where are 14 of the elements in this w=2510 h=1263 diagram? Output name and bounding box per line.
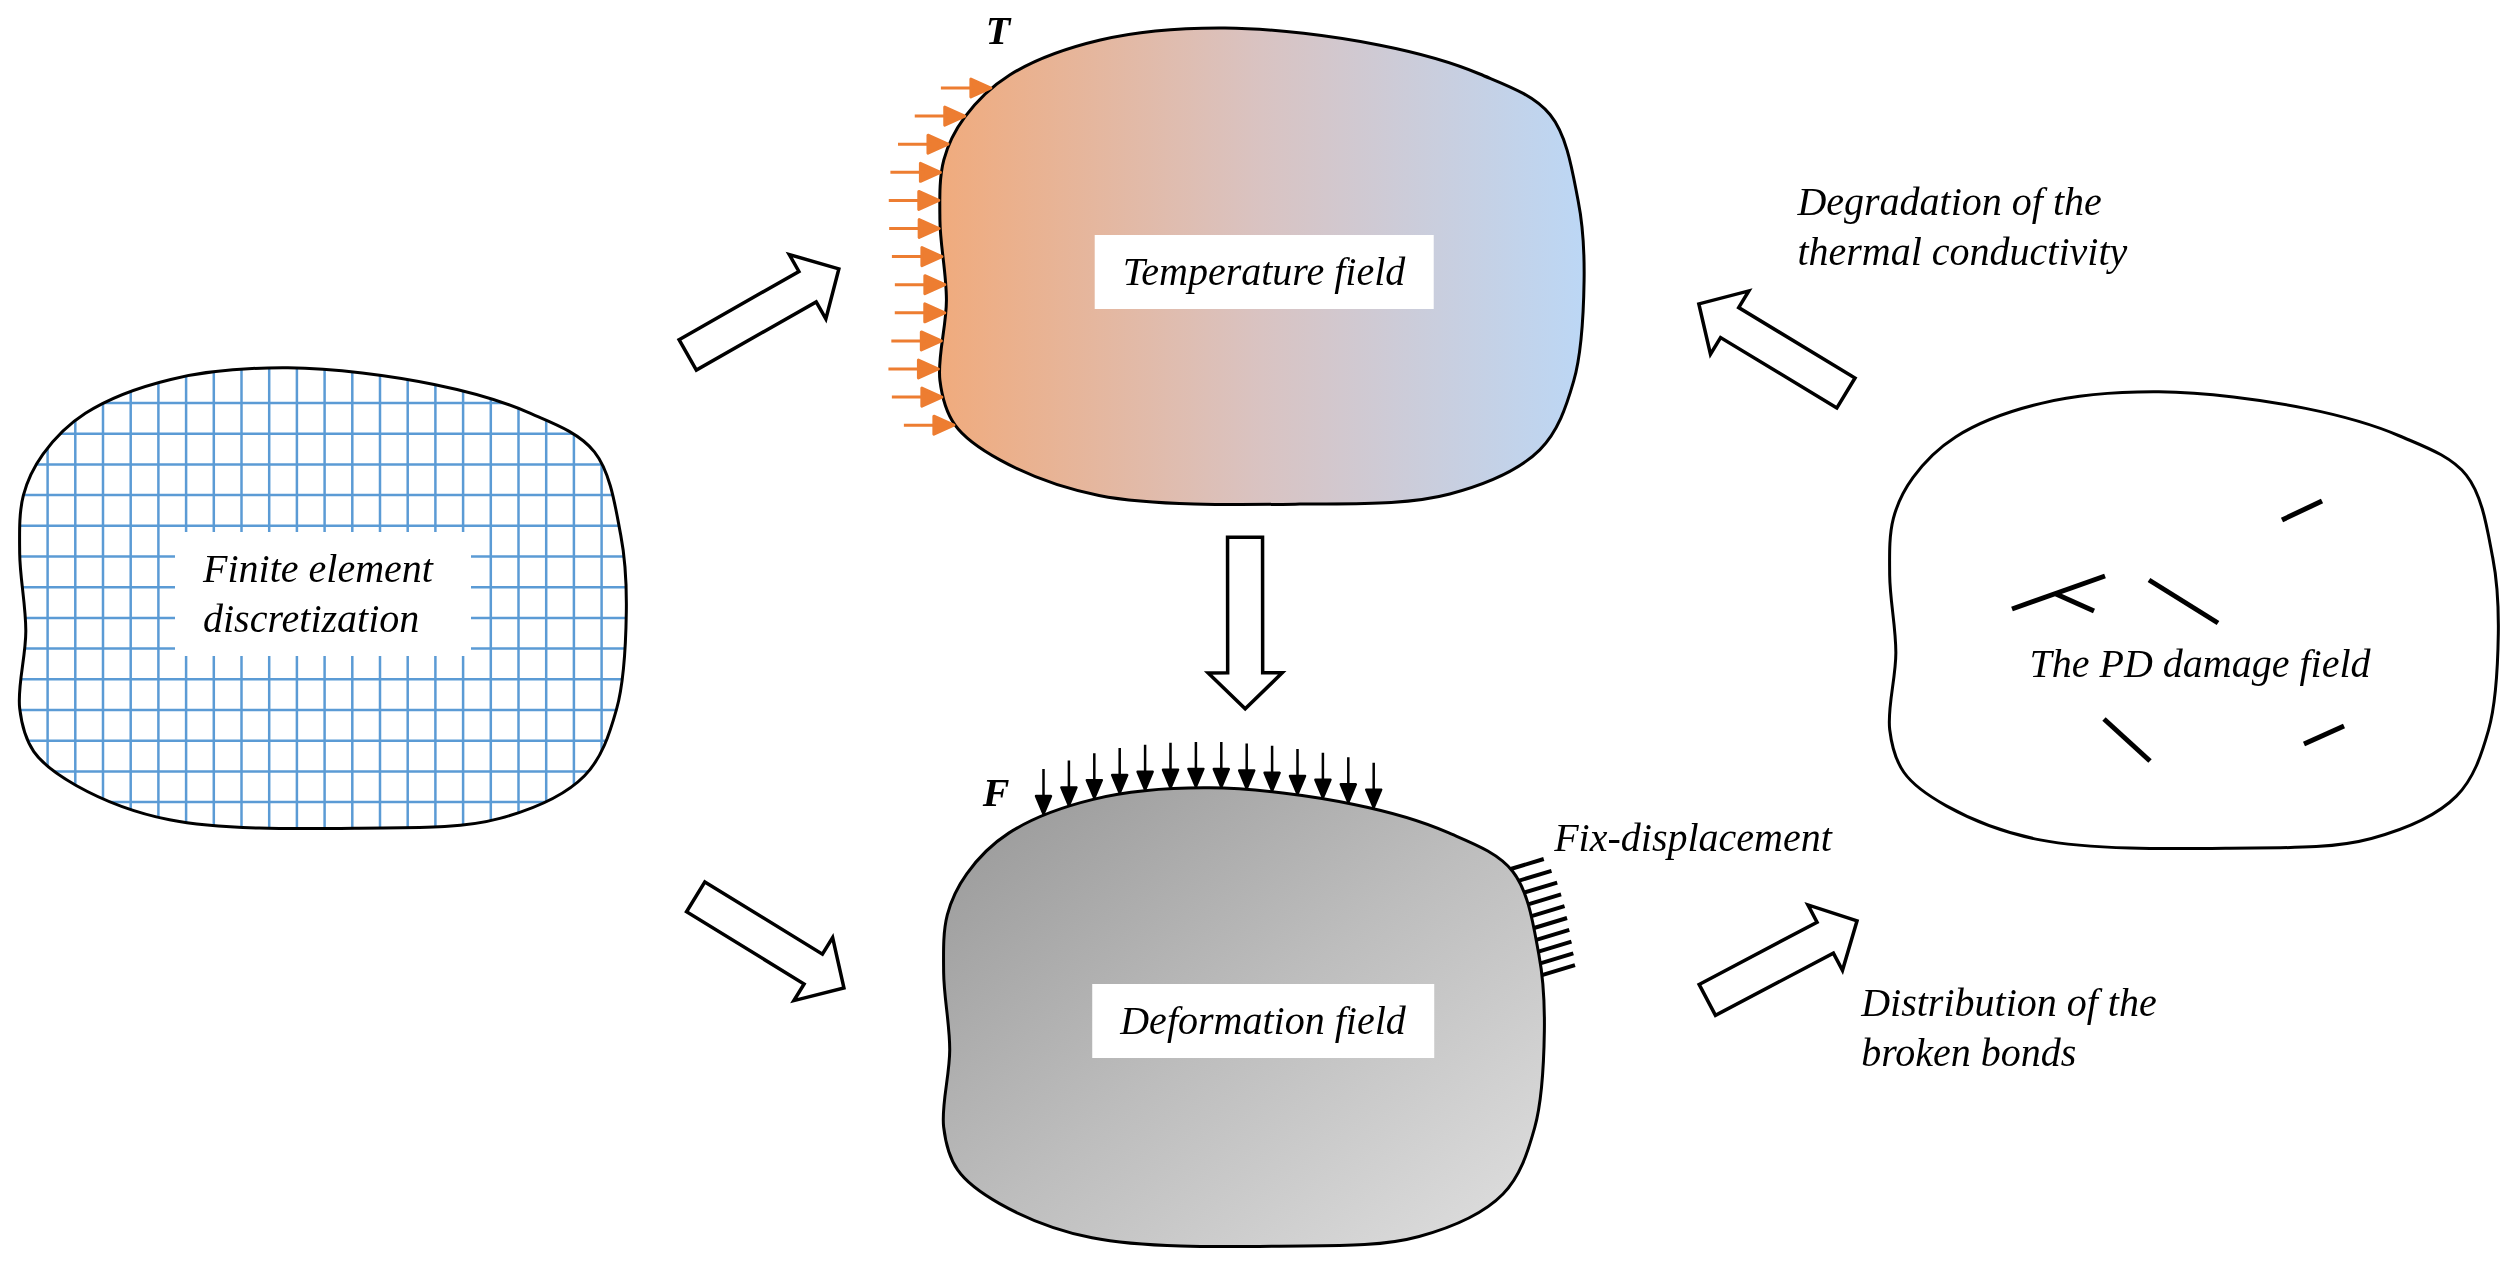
- node-label: Finite element discretization: [175, 532, 471, 656]
- block-arrow: [1696, 901, 1860, 1018]
- node-label: Temperature field: [1094, 235, 1434, 309]
- annotation-label: Fix-displacement: [1554, 814, 1832, 862]
- domain-shape: [1886, 390, 2502, 850]
- block-arrow: [684, 879, 847, 1004]
- node-label: The PD damage field: [2028, 640, 2372, 688]
- symbol-label: F: [982, 769, 1010, 817]
- block-arrow: [676, 251, 841, 373]
- block-arrow: [1696, 288, 1858, 411]
- symbol-label: T: [985, 7, 1011, 55]
- meshed-domain-shape: [16, 366, 630, 830]
- node-label: Deformation field: [1092, 984, 1434, 1058]
- block-arrow: [1203, 535, 1287, 712]
